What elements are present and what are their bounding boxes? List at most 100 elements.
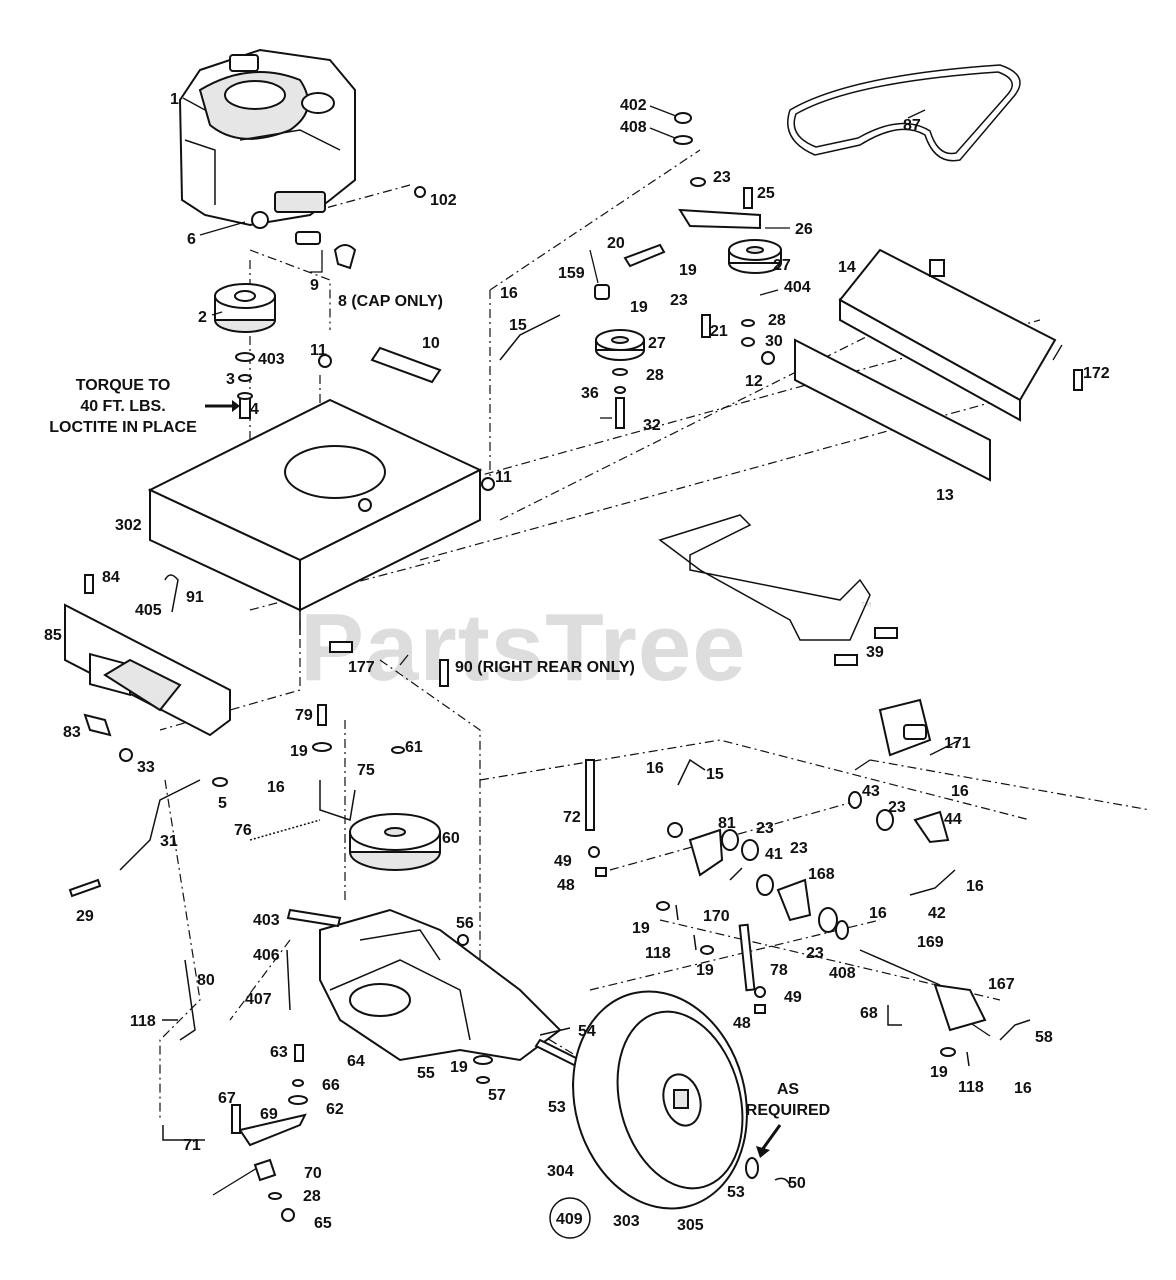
label-406: 406 (253, 947, 280, 964)
bolt-67 (231, 1104, 241, 1134)
label-15b: 15 (706, 766, 724, 783)
label-25: 25 (757, 185, 775, 202)
label-19b: 19 (630, 299, 648, 316)
label-36: 36 (581, 385, 599, 402)
label-16e: 16 (966, 878, 984, 895)
label-31: 31 (160, 833, 178, 850)
label-27a: 27 (773, 257, 791, 274)
label-91: 91 (186, 589, 204, 606)
label-71: 71 (183, 1137, 201, 1154)
washer-19a (312, 742, 332, 752)
label-10: 10 (422, 335, 440, 352)
washer-28b (741, 319, 755, 327)
washer-19d (700, 945, 714, 955)
tube-10 (370, 346, 442, 384)
arm-69 (238, 1113, 307, 1147)
label-44: 44 (944, 811, 962, 828)
label-6: 6 (187, 231, 196, 248)
label-84: 84 (102, 569, 120, 586)
rod-42 (909, 869, 956, 896)
label-69: 69 (260, 1106, 278, 1123)
label-304: 304 (547, 1163, 574, 1180)
washer-5 (212, 777, 228, 787)
label-177: 177 (348, 659, 375, 676)
label-159: 159 (558, 265, 585, 282)
label-79: 79 (295, 707, 313, 724)
bracket-168 (776, 878, 812, 922)
label-16a: 16 (500, 285, 518, 302)
label-56: 56 (456, 915, 474, 932)
label-29: 29 (76, 908, 94, 925)
bolt-25 (743, 187, 753, 209)
watermark-text: PartsTree (300, 594, 747, 701)
label-19c: 19 (290, 743, 308, 760)
engine (178, 48, 356, 229)
bracket-70 (253, 1158, 277, 1182)
label-70: 70 (304, 1165, 322, 1182)
as-required-arrow (760, 1124, 782, 1151)
label-409: 409 (556, 1211, 583, 1228)
label-87: 87 (903, 117, 921, 134)
washer-408b (835, 920, 849, 940)
washer-43 (848, 791, 862, 809)
label-5: 5 (218, 795, 227, 812)
label-21: 21 (710, 323, 728, 340)
label-16g: 16 (1014, 1080, 1032, 1097)
washer-403 (235, 352, 255, 362)
idler-pulley-lower (595, 329, 645, 361)
torque-arrow-head (232, 400, 240, 412)
as-required-line2: REQUIRED (746, 1102, 830, 1119)
rod-72 (585, 759, 595, 831)
label-305: 305 (677, 1217, 704, 1234)
rod-71 (162, 1125, 205, 1141)
nut-49a (588, 846, 600, 858)
label-58: 58 (1035, 1029, 1053, 1046)
label-19e: 19 (632, 920, 650, 937)
bushing-23c (818, 907, 838, 933)
rod-15b (677, 758, 706, 786)
label-23a: 23 (713, 169, 731, 186)
clip-402 (674, 112, 692, 124)
label-2: 2 (198, 309, 207, 326)
bolt-63 (294, 1044, 304, 1062)
label-33: 33 (137, 759, 155, 776)
label-405: 405 (135, 602, 162, 619)
rod-15a (499, 314, 561, 361)
bolt-4 (237, 392, 253, 419)
label-12: 12 (745, 373, 763, 390)
lever-31 (119, 779, 201, 871)
pin-21 (701, 314, 711, 338)
label-42: 42 (928, 905, 946, 922)
transaxle (286, 908, 582, 1068)
label-60: 60 (442, 830, 460, 847)
label-55: 55 (417, 1065, 435, 1082)
label-80: 80 (197, 972, 215, 989)
as-required-note: AS REQUIRED (746, 1081, 830, 1119)
label-67: 67 (218, 1090, 236, 1107)
label-4: 4 (250, 401, 259, 418)
label-75: 75 (357, 762, 375, 779)
label-32: 32 (643, 417, 661, 434)
washer-57 (476, 1076, 490, 1084)
pin-118c (693, 934, 697, 951)
bolt-84 (84, 574, 94, 594)
callout-409 (549, 1197, 591, 1239)
axle-bracket (658, 514, 871, 641)
spring-407 (286, 949, 291, 1011)
plate-81 (688, 828, 724, 877)
washer-62 (288, 1095, 308, 1105)
label-19f: 19 (696, 962, 714, 979)
label-30: 30 (765, 333, 783, 350)
label-19a: 19 (679, 262, 697, 279)
label-16b: 16 (267, 779, 285, 796)
leader-lines (182, 97, 1063, 1196)
label-20: 20 (607, 235, 625, 252)
label-102: 102 (430, 192, 457, 209)
label-62: 62 (326, 1101, 344, 1118)
label-64: 64 (347, 1053, 365, 1070)
bolt-79 (317, 704, 327, 726)
label-76: 76 (234, 822, 252, 839)
torque-note-line2: 40 FT. LBS. (80, 398, 165, 415)
bushing-41 (741, 839, 759, 861)
